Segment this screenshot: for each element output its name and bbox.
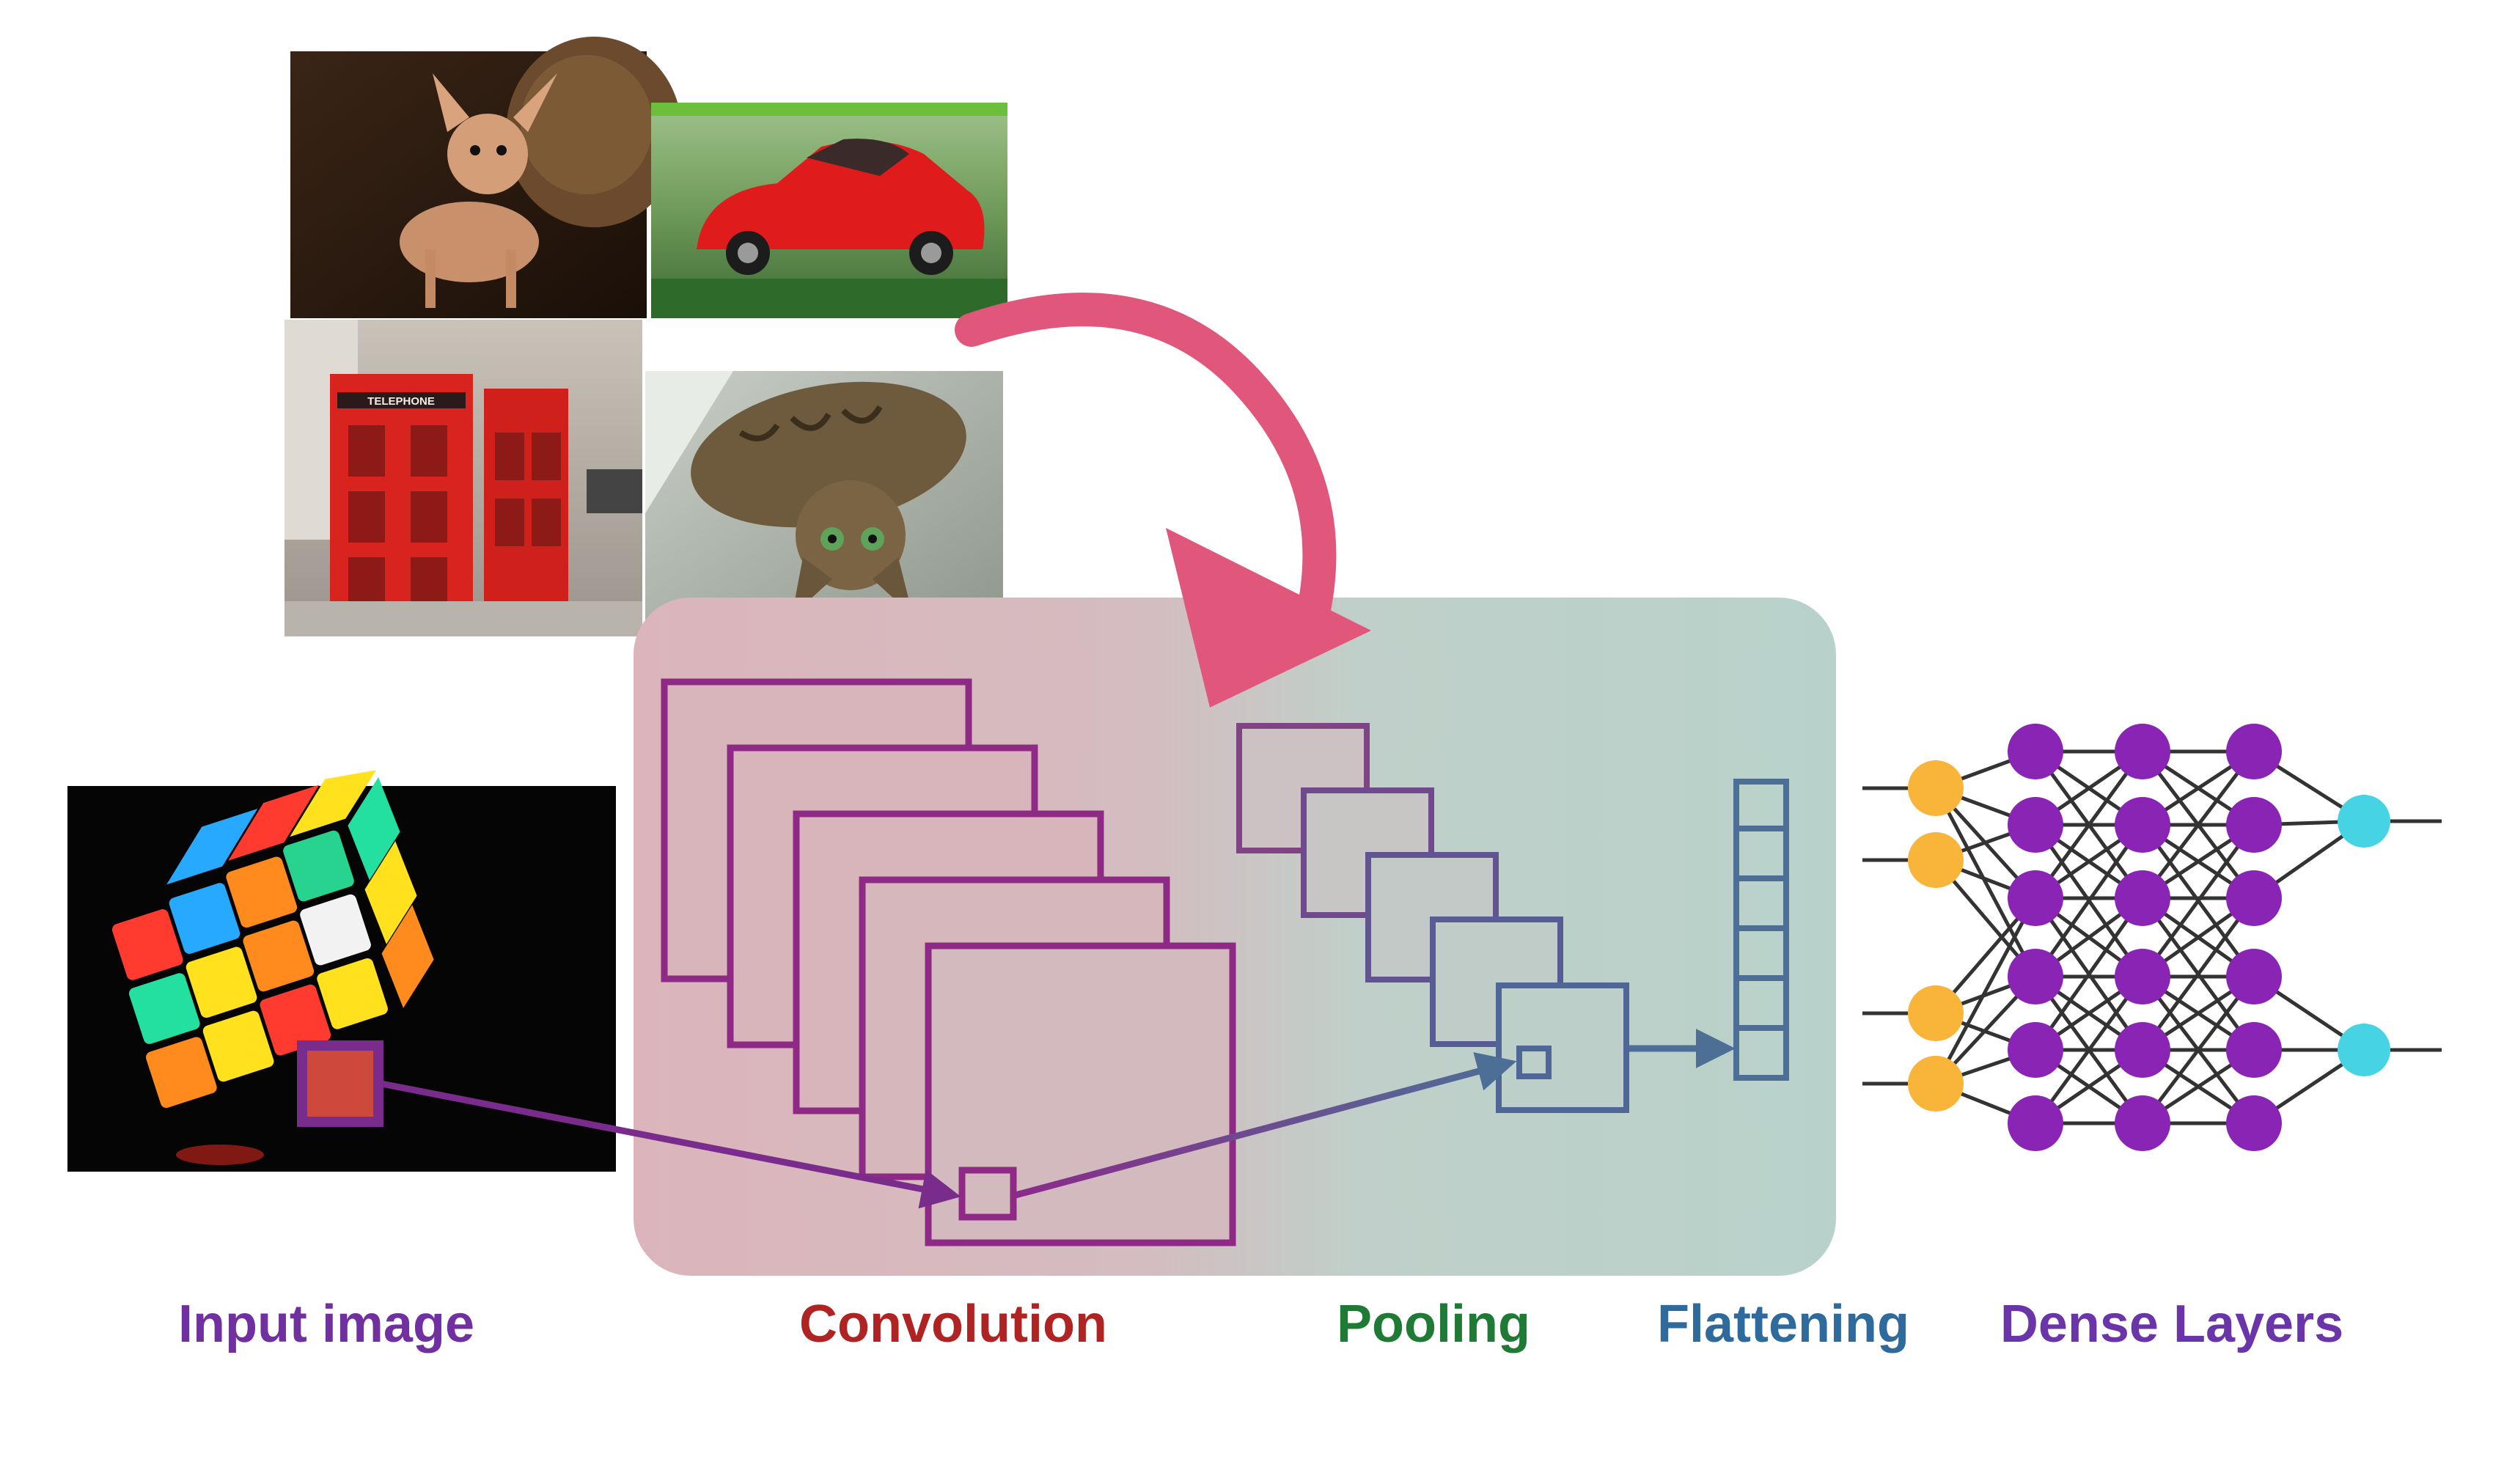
network-edge	[2140, 823, 2256, 978]
hidden-neuron	[2115, 949, 2170, 1004]
output-neuron	[2338, 795, 2390, 848]
output-neuron	[2338, 1024, 2390, 1076]
input-receptive-field-box	[297, 1040, 383, 1127]
input-neuron	[1908, 760, 1964, 816]
network-edge	[2033, 750, 2145, 900]
network-edge	[2033, 897, 2145, 1051]
flatten-vector	[1733, 779, 1789, 1081]
network-edge	[2141, 975, 2255, 1125]
flow-arrows	[381, 1029, 1736, 1209]
network-edge	[1934, 787, 2038, 978]
input-neuron	[1908, 1056, 1964, 1112]
stage-labels: Input image Convolution Pooling Flatteni…	[178, 1295, 2343, 1353]
hidden-neuron	[2008, 797, 2063, 853]
hidden-neuron	[2226, 1095, 2282, 1151]
hidden-neuron	[2008, 724, 2063, 779]
hidden-neuron	[2115, 797, 2170, 853]
pooling-feature-maps	[1236, 723, 1629, 1113]
input-image-label: Input image	[178, 1295, 474, 1353]
hidden-neuron	[2115, 1022, 2170, 1078]
hidden-neuron	[2008, 870, 2063, 926]
network-edge	[2140, 897, 2256, 1051]
hidden-neuron	[2008, 949, 2063, 1004]
hidden-neuron	[2115, 724, 2170, 779]
conv-to-pool-arrow	[1014, 1052, 1517, 1199]
convolution-label: Convolution	[799, 1295, 1107, 1353]
hidden-neuron	[2115, 1095, 2170, 1151]
tabby-cat-photo	[645, 371, 1003, 636]
dense-network	[1862, 724, 2442, 1151]
input-image	[67, 770, 616, 1172]
network-edge	[2141, 750, 2255, 900]
hidden-neuron	[2226, 1022, 2282, 1078]
hidden-neuron	[2115, 870, 2170, 926]
convolution-feature-maps	[661, 678, 1236, 1246]
hidden-neuron	[2226, 724, 2282, 779]
flattening-label: Flattening	[1657, 1295, 1909, 1353]
network-edge	[2033, 975, 2145, 1125]
hidden-neuron	[2226, 949, 2282, 1004]
telephone-sign: TELEPHONE	[367, 395, 435, 408]
conv-feature-map-5	[925, 942, 1236, 1246]
network-edge	[2033, 823, 2145, 978]
hidden-neuron	[2226, 870, 2282, 926]
input-neuron	[1908, 985, 1964, 1041]
input-to-conv-arrow	[381, 1080, 961, 1209]
network-edge	[1934, 897, 2038, 1085]
pool-window-box	[1516, 1046, 1552, 1079]
sample-images: TELEPHONE	[284, 37, 1007, 636]
chihuahua-photo	[290, 37, 682, 318]
dense-layers-label: Dense Layers	[2000, 1295, 2343, 1353]
conv-kernel-box	[958, 1167, 1017, 1221]
pooling-label: Pooling	[1337, 1295, 1530, 1353]
hidden-neuron	[2008, 1095, 2063, 1151]
curved-arrow	[955, 293, 1371, 708]
red-sports-car-photo	[651, 103, 1007, 318]
hidden-neuron	[2008, 1022, 2063, 1078]
telephone-booths-photo: TELEPHONE	[284, 320, 642, 636]
hidden-neuron	[2226, 797, 2282, 853]
input-neuron	[1908, 832, 1964, 888]
